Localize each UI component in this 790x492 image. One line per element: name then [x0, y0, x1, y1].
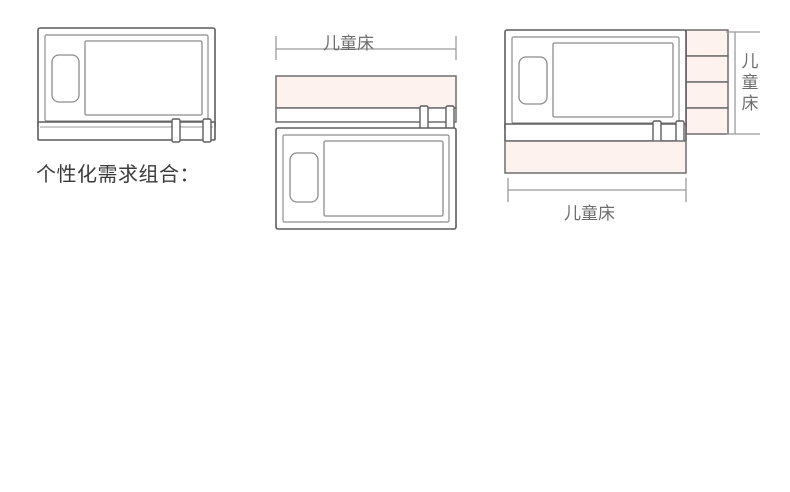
- top-extension-panel: [275, 75, 457, 109]
- diagram-single-bed: [37, 27, 216, 143]
- dimension-label-top-middle: 儿童床: [323, 34, 374, 54]
- bed-post-right: [445, 105, 455, 130]
- bed-post-left: [171, 118, 181, 143]
- page-caption: 个性化需求组合：: [36, 162, 200, 186]
- mattress: [323, 140, 444, 217]
- bottom-extension-panel: [504, 140, 687, 174]
- dimension-label-right-vertical: 儿童床: [741, 52, 759, 114]
- footboard-bar: [37, 121, 216, 141]
- pillow: [289, 152, 319, 203]
- dimension-line-top: [275, 36, 457, 60]
- bed-post-left: [419, 105, 429, 130]
- dimension-line-right: [726, 31, 760, 135]
- diagram-bed-with-top-panel: [275, 36, 457, 230]
- pillow: [51, 54, 80, 103]
- connector-strip: [275, 107, 457, 123]
- side-extension-panel-4: [685, 107, 729, 135]
- mattress: [84, 40, 203, 116]
- side-extension-panel-1: [685, 29, 729, 57]
- mattress: [552, 42, 674, 118]
- side-extension-panel-2: [685, 55, 729, 83]
- dimension-line-bottom: [507, 178, 687, 202]
- bed-post-right: [202, 118, 212, 143]
- side-extension-panel-3: [685, 81, 729, 109]
- dimension-label-bottom-right: 儿童床: [564, 204, 615, 224]
- diagram-bed-with-side-and-bottom-panels: [504, 29, 760, 202]
- pillow: [518, 56, 548, 105]
